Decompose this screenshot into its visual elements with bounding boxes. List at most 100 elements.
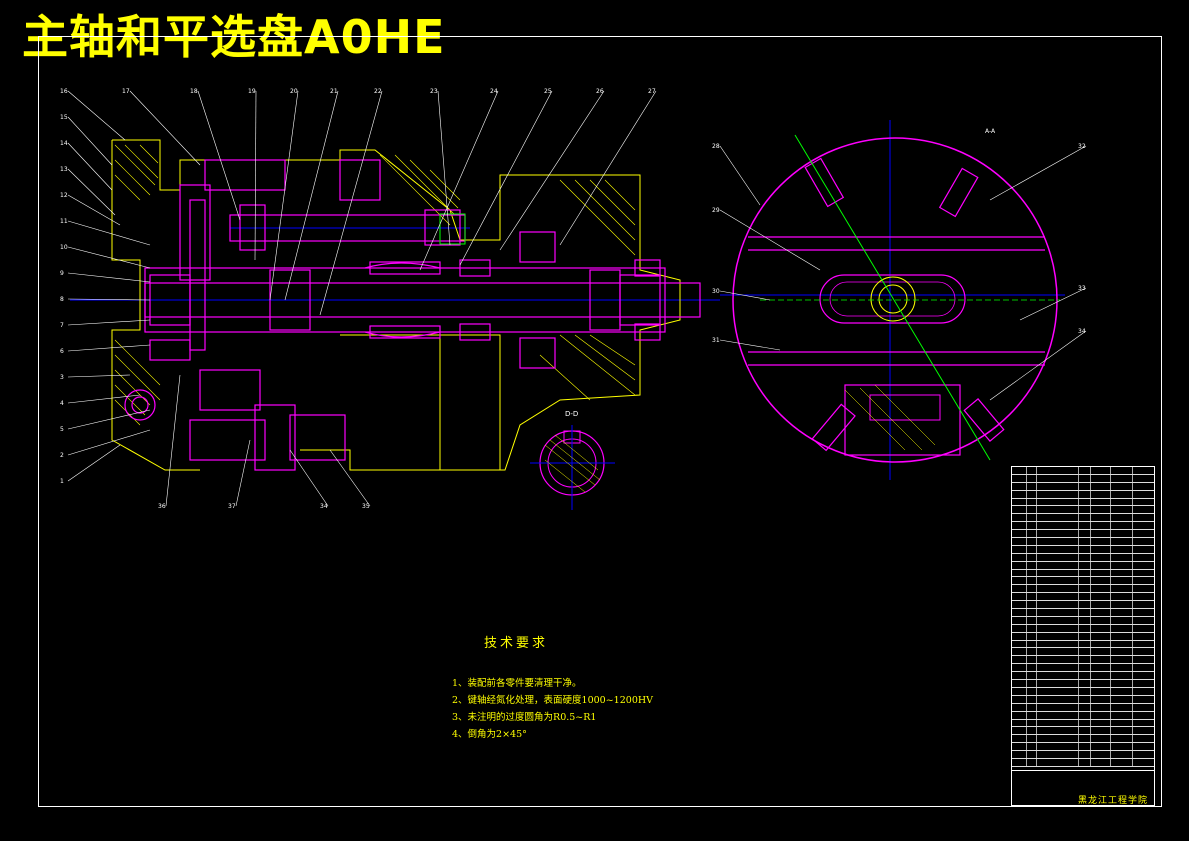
tech-note-4: 4、倒角为2×45°	[452, 729, 527, 740]
lower-gear-train	[124, 339, 346, 471]
bom-row	[1012, 648, 1154, 657]
leader-left-3-line	[67, 374, 131, 378]
bom-row	[1012, 609, 1154, 617]
sheet-title: 主轴和平选盘A0HE	[22, 10, 446, 64]
bom-row	[1012, 545, 1154, 554]
tech-note-1: 1、装配前各零件要清理干净。	[452, 678, 582, 689]
leader-bottom-37: 37	[228, 503, 236, 510]
leader-top-18-line	[197, 90, 241, 221]
bom-row	[1012, 577, 1154, 586]
leader-right-30: 30	[712, 288, 720, 295]
leader-left-12: 12	[60, 192, 68, 199]
leader-right-33: 33	[1078, 285, 1086, 292]
bom-row	[1012, 703, 1154, 712]
chuck-end-view: A-A	[732, 128, 1060, 463]
leader-top-19-line	[254, 90, 257, 261]
bom-row	[1012, 530, 1154, 539]
bom-row	[1012, 522, 1154, 531]
leader-left-13-line	[67, 168, 116, 216]
section-label: D-D	[565, 410, 578, 418]
view-mark: A-A	[985, 128, 996, 135]
leader-left-1: 1	[60, 478, 64, 485]
leader-left-7: 7	[60, 322, 64, 329]
leader-left-14: 14	[60, 140, 68, 147]
bom-row	[1012, 680, 1154, 688]
leader-left-14-line	[67, 142, 113, 191]
leader-left-6: 6	[60, 348, 64, 355]
leader-right-32-line	[989, 145, 1087, 201]
upper-gear-shaft	[179, 159, 466, 351]
section-hatching	[114, 144, 636, 426]
bom-row	[1012, 585, 1154, 594]
leader-left-1-line	[67, 444, 121, 482]
leader-top-17-line	[129, 90, 201, 166]
bom-row	[1012, 632, 1154, 641]
bom-row	[1012, 616, 1154, 625]
leader-left-16: 16	[60, 88, 68, 95]
leader-top-21: 21	[330, 88, 338, 95]
leader-left-2-line	[67, 429, 151, 456]
leader-left-10: 10	[60, 244, 68, 251]
leader-left-13: 13	[60, 166, 68, 173]
leader-right-29: 29	[712, 207, 720, 214]
leader-left-9: 9	[60, 270, 64, 277]
leader-top-23: 23	[430, 88, 438, 95]
leader-top-21-line	[284, 90, 339, 301]
leader-right-32: 32	[1078, 143, 1086, 150]
tech-requirements-heading: 技术要求	[484, 636, 549, 651]
bom-row	[1012, 751, 1154, 759]
bom-row	[1012, 506, 1154, 515]
bom-row	[1012, 490, 1154, 499]
leader-top-20: 20	[290, 88, 298, 95]
bill-of-materials	[1011, 466, 1155, 806]
leader-top-24: 24	[490, 88, 498, 95]
leader-top-25-line	[459, 90, 553, 266]
leader-left-11-line	[67, 220, 151, 246]
leader-top-26-line	[499, 90, 605, 251]
bom-row	[1012, 467, 1154, 475]
bom-row	[1012, 624, 1154, 633]
bom-row	[1012, 672, 1154, 681]
leader-left-12-line	[67, 194, 121, 226]
leader-left-10-line	[67, 246, 151, 269]
bom-row	[1012, 727, 1154, 736]
leader-bottom-34-line	[289, 449, 329, 507]
tech-note-2: 2、键轴经氮化处理，表面硬度1000~1200HV	[452, 695, 654, 706]
bom-row	[1012, 538, 1154, 546]
leader-left-9-line	[67, 272, 151, 283]
bom-row	[1012, 735, 1154, 744]
leader-left-16-line	[67, 90, 126, 141]
leader-left-4: 4	[60, 400, 64, 407]
leader-top-17: 17	[122, 88, 130, 95]
bom-row	[1012, 514, 1154, 523]
leader-top-25: 25	[544, 88, 552, 95]
leader-top-27-line	[559, 90, 657, 246]
leader-right-31: 31	[712, 337, 720, 344]
leader-bottom-35-line	[329, 449, 371, 507]
leader-right-29-line	[719, 209, 821, 271]
leader-right-30-line	[719, 290, 771, 301]
bom-row	[1012, 695, 1154, 704]
leader-right-28-line	[719, 145, 761, 206]
leader-top-26: 26	[596, 88, 604, 95]
bom-row	[1012, 743, 1154, 752]
leader-top-22-line	[319, 90, 383, 316]
leader-left-5-line	[67, 409, 151, 430]
bom-row	[1012, 482, 1154, 491]
bom-row	[1012, 553, 1154, 562]
leader-left-2: 2	[60, 452, 64, 459]
leader-left-4-line	[67, 394, 141, 404]
leader-bottom-36-line	[165, 374, 181, 507]
bom-row	[1012, 656, 1154, 665]
bom-row	[1012, 719, 1154, 728]
drawing-frame	[38, 36, 1162, 807]
leader-top-24-line	[419, 90, 499, 271]
leader-top-22: 22	[374, 88, 382, 95]
bom-row	[1012, 498, 1154, 507]
leader-top-19: 19	[248, 88, 256, 95]
leader-bottom-36: 36	[158, 503, 166, 510]
leader-top-27: 27	[648, 88, 656, 95]
leader-left-5: 5	[60, 426, 64, 433]
bom-row	[1012, 664, 1154, 673]
